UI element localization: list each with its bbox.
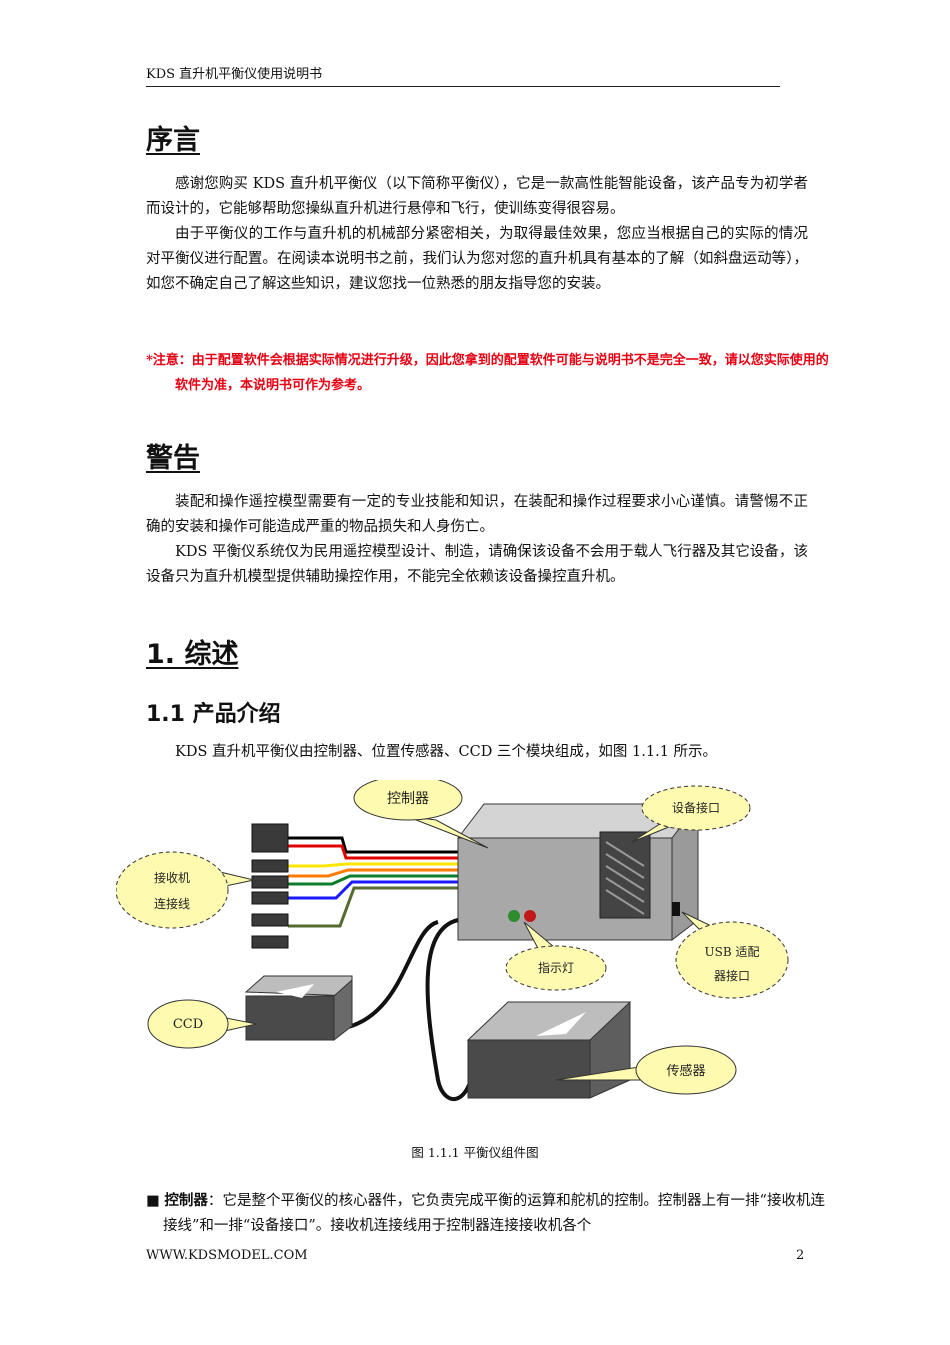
receiver-wire [288,886,458,928]
footer-page-number: 2 [796,1248,805,1263]
component-diagram: 控制器 设备接口 接收机 连接线 指示灯 USB 适配 器接口 C [115,775,796,1120]
preface-paragraph-2: 由于平衡仪的工作与直升机的机械部分紧密相关，为取得最佳效果，您应当根据自己的实际… [146,226,808,292]
red-indicator-led [524,910,536,922]
label-receiver-line-1: 接收机 [154,870,190,885]
label-ccd: CCD [173,1017,203,1032]
callout-receiver-line: 接收机 连接线 [115,851,255,929]
header-title: KDS 直升机平衡仪使用说明书 [146,67,323,82]
label-usb-2: 器接口 [714,968,750,983]
callout-sensor: 传感器 [555,1045,737,1095]
preface-note: *注意：由于配置软件会根据实际情况进行升级，因此您拿到的配置软件可能与说明书不是… [146,353,829,393]
callout-usb: USB 适配 器接口 [675,911,789,999]
receiver-wire [288,874,458,886]
receiver-wire [288,844,458,860]
bullet-controller: ■ 控制器：它是整个平衡仪的核心器件，它负责完成平衡的运算和舵机的控制。控制器上… [146,1188,825,1239]
bullet-text: ：它是整个平衡仪的核心器件，它负责完成平衡的运算和舵机的控制。控制器上有一排“接… [163,1193,826,1234]
section-1-1-intro: KDS 直升机平衡仪由控制器、位置传感器、CCD 三个模块组成，如图 1.1.1… [175,744,718,760]
ccd-box [244,975,353,1042]
receiver-wire [288,868,458,878]
callout-ccd: CCD [147,999,257,1049]
label-device-port: 设备接口 [672,800,720,815]
label-indicator: 指示灯 [538,960,574,975]
receiver-wire [288,836,458,854]
preface-heading: 序言 [146,125,200,156]
receiver-wire [288,880,458,900]
callout-device-port: 设备接口 [631,785,751,843]
controller-box [456,802,699,942]
warning-paragraph-2: KDS 平衡仪系统仅为民用遥控模型设计、制造，请确保该设备不会用于载人飞行器及其… [146,544,808,585]
section-1-1-heading: 1.1 产品介绍 [146,702,281,727]
footer-site: WWW.KDSMODEL.COM [146,1248,308,1263]
receiver-wire [288,862,458,868]
warning-paragraph-1: 装配和操作遥控模型需要有一定的专业技能和知识，在装配和操作过程要求小心谨慎。请警… [146,494,808,535]
bullet-mark: ■ [146,1193,160,1209]
label-receiver-line-2: 连接线 [154,896,190,911]
callout-indicator: 指示灯 [505,921,607,991]
component-diagram-svg: 控制器 设备接口 接收机 连接线 指示灯 USB 适配 器接口 C [115,775,789,1101]
label-controller: 控制器 [387,791,429,807]
section-1-heading: 1. 综述 [146,639,239,670]
label-sensor: 传感器 [666,1063,705,1079]
page-header: KDS 直升机平衡仪使用说明书 [146,66,780,87]
receiver-connectors [251,823,289,949]
label-usb-1: USB 适配 [705,945,760,959]
green-indicator-led [508,910,520,922]
warning-heading: 警告 [146,443,200,474]
preface-paragraph-1: 感谢您购买 KDS 直升机平衡仪（以下简称平衡仪），它是一款高性能智能设备，该产… [146,176,808,217]
figure-caption: 图 1.1.1 平衡仪组件图 [411,1145,539,1160]
receiver-cables [288,836,458,928]
bullet-term: 控制器 [164,1192,208,1209]
sensor-box [466,1000,631,1099]
callout-controller: 控制器 [353,775,489,849]
